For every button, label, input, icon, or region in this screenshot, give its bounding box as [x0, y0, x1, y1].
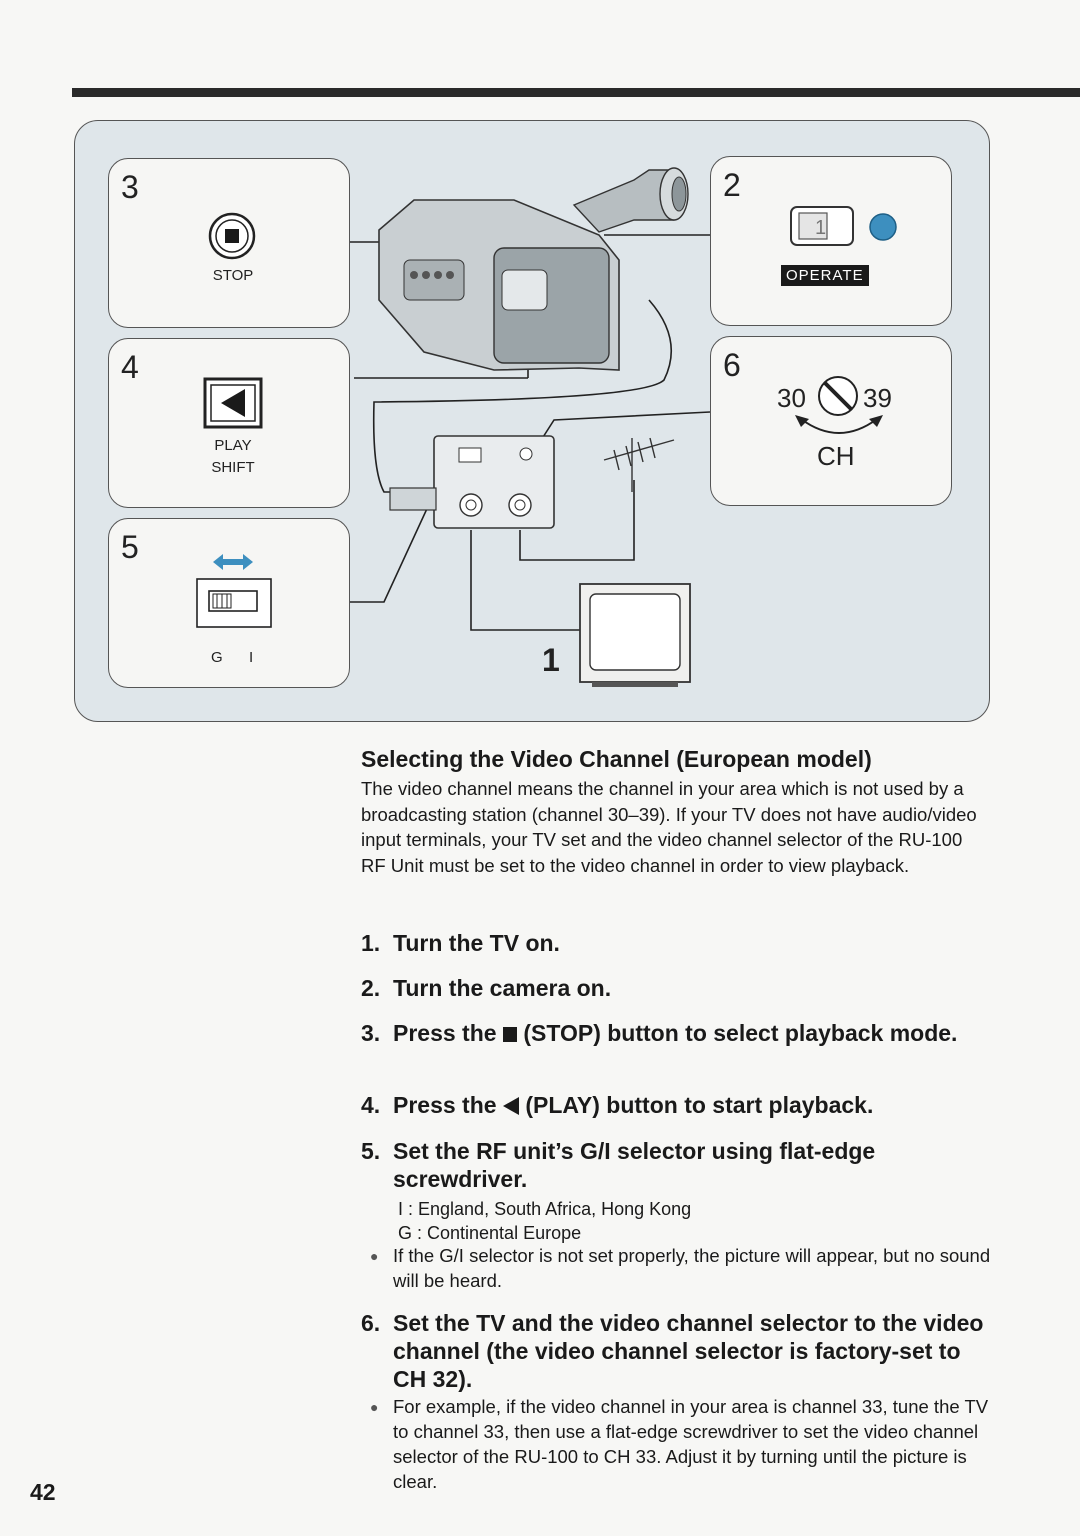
step-text-after: (PLAY) button to start playback. [525, 1092, 874, 1118]
channel-dial-icon [818, 376, 858, 416]
step-text: Press the (PLAY) button to start playbac… [393, 1091, 993, 1119]
tv-number: 1 [542, 642, 560, 678]
section-title: Selecting the Video Channel (European mo… [361, 746, 872, 772]
step-text-before: Press the [393, 1092, 497, 1118]
step-number: 6. [361, 1310, 381, 1336]
ch-label: CH [817, 441, 855, 471]
rf-unit-illustration [389, 435, 555, 529]
channel-min: 30 [777, 383, 806, 413]
step-text: Set the TV and the video channel selecto… [393, 1310, 984, 1392]
page-number: 42 [30, 1479, 56, 1505]
panel-operate: 2 1 OPERATE [710, 156, 952, 326]
panel-gi-selector: 5 G I [108, 518, 350, 688]
gi-warning-bullet: ● If the G/I selector is not set properl… [370, 1243, 993, 1293]
shift-label: SHIFT [211, 459, 255, 476]
step-number: 2. [361, 975, 381, 1001]
operate-switch-icon [790, 206, 897, 246]
channel-example-bullet: ● For example, if the video channel in y… [370, 1394, 993, 1494]
stop-label: STOP [212, 267, 254, 284]
antenna-illustration [603, 437, 675, 492]
operate-switch-number: 1 [815, 217, 827, 239]
play-button-icon [203, 377, 263, 429]
step-text: Press the (STOP) button to select playba… [393, 1019, 993, 1047]
panel-number: 6 [723, 347, 741, 383]
double-arrow-icon [213, 554, 253, 570]
step-text: Turn the camera on. [393, 975, 612, 1001]
operate-label: OPERATE [781, 265, 869, 286]
step-number: 5. [361, 1138, 381, 1164]
intro-paragraph: The video channel means the channel in y… [361, 778, 977, 876]
tv-illustration [579, 583, 691, 687]
stop-button-icon [208, 212, 256, 260]
panel-play: 4 PLAY SHIFT [108, 338, 350, 508]
step-number: 1. [361, 930, 381, 956]
bullet-icon: ● [370, 1399, 379, 1415]
step-text: Turn the TV on. [393, 930, 560, 956]
gi-switch-icon [196, 578, 272, 628]
bullet-icon: ● [370, 1248, 379, 1264]
i-label: I [249, 649, 254, 666]
connection-diagram [350, 167, 711, 687]
rotation-arrow-icon [795, 415, 883, 434]
bullet-text: For example, if the video channel in you… [393, 1396, 989, 1492]
step-text-before: Press the [393, 1020, 497, 1046]
bullet-text: If the G/I selector is not set properly,… [393, 1245, 991, 1291]
stop-symbol-icon [502, 1027, 517, 1042]
panel-number: 2 [723, 167, 741, 203]
step-text-after: (STOP) button to select playback mode. [523, 1020, 958, 1046]
step-number: 4. [361, 1092, 381, 1118]
play-label: PLAY [214, 437, 252, 454]
panel-number: 4 [121, 349, 139, 385]
step-text: Set the RF unit’s G/I selector using fla… [393, 1138, 876, 1192]
camcorder-illustration [378, 167, 689, 371]
play-symbol-icon [502, 1097, 519, 1115]
panel-channel-selector: 6 30 39 CH [710, 336, 952, 506]
channel-max: 39 [863, 383, 892, 413]
step-number: 3. [361, 1020, 381, 1046]
panel-number: 3 [121, 169, 139, 205]
g-setting-note: G : Continental Europe [398, 1223, 582, 1243]
top-rule [72, 88, 1080, 97]
i-setting-note: I : England, South Africa, Hong Kong [398, 1199, 692, 1219]
g-label: G [211, 649, 223, 666]
panel-stop: 3 STOP [108, 158, 350, 328]
panel-number: 5 [121, 529, 139, 565]
